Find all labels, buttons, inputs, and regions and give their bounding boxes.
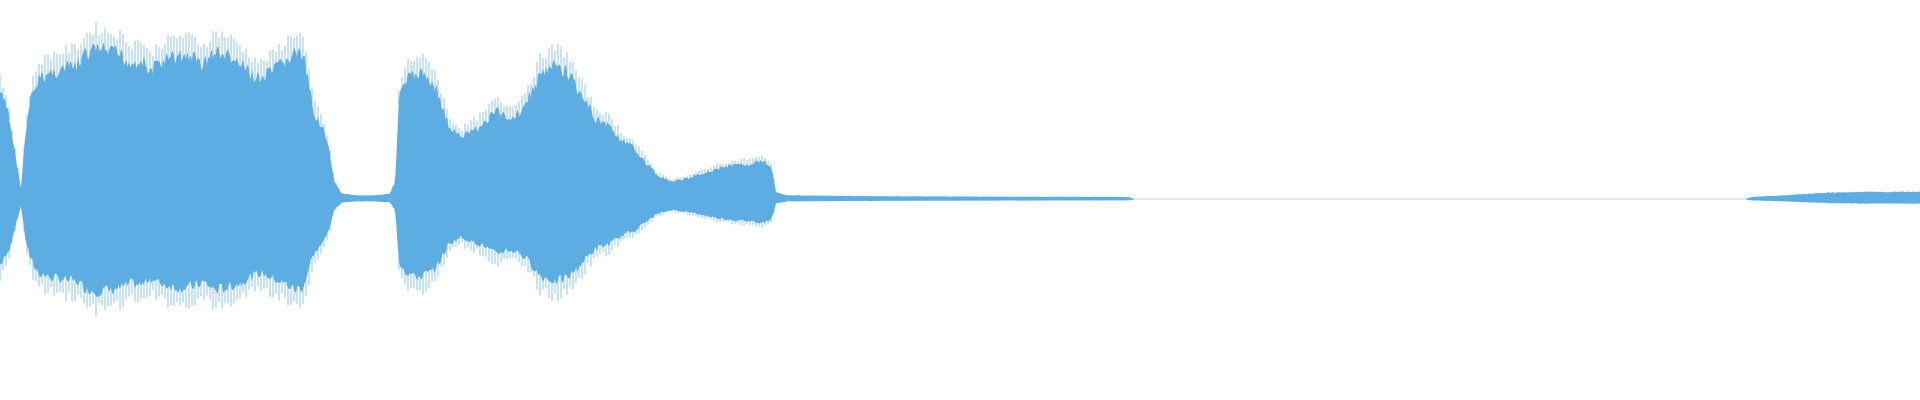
waveform-detail: [0, 21, 775, 317]
